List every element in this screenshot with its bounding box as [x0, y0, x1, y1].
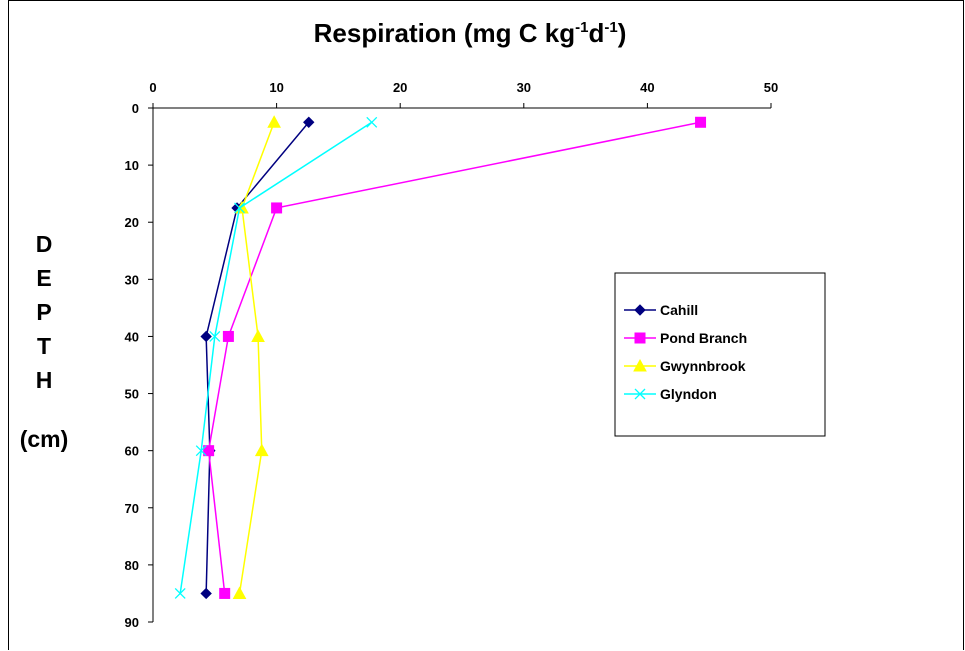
chart-title: Respiration (mg C kg-1d-1): [314, 18, 627, 48]
legend-label-cahill: Cahill: [660, 302, 698, 318]
y-tick-label: 30: [125, 272, 139, 287]
data-point-pond-branch: [203, 445, 215, 457]
x-tick-label: 40: [640, 80, 654, 95]
y-axis-letter-e: E: [36, 265, 51, 291]
y-tick-label: 70: [125, 501, 139, 516]
y-axis-letter-t: T: [37, 333, 51, 359]
y-axis-label: D E P T H (cm): [20, 231, 69, 452]
y-tick-label: 0: [132, 101, 139, 116]
legend-label-gwynnbrook: Gwynnbrook: [660, 358, 746, 374]
legend-marker-gwynnbrook: [633, 358, 647, 372]
y-tick-label: 40: [125, 329, 139, 344]
y-tick-label: 20: [125, 215, 139, 230]
series-group: [174, 115, 707, 600]
data-point-glyndon: [195, 445, 207, 457]
legend-label-pond-branch: Pond Branch: [660, 330, 747, 346]
data-point-glyndon: [234, 202, 245, 214]
data-point-cahill: [303, 116, 315, 128]
y-tick-label: 60: [125, 444, 139, 459]
legend-item-gwynnbrook: Gwynnbrook: [624, 358, 746, 374]
series-cahill: [200, 116, 315, 600]
series-pond-branch: [203, 116, 707, 599]
x-tick-label: 50: [764, 80, 778, 95]
y-axis-letter-p: P: [36, 299, 51, 325]
x-tick-label: 20: [393, 80, 407, 95]
legend-item-glyndon: Glyndon: [624, 386, 717, 402]
data-point-pond-branch: [271, 202, 283, 214]
legend-box: [614, 272, 826, 437]
x-tick-label: 10: [269, 80, 283, 95]
data-point-pond-branch: [695, 116, 707, 128]
series-line-glyndon: [179, 121, 373, 594]
data-point-pond-branch: [222, 330, 234, 342]
series-gwynnbrook: [232, 115, 281, 599]
y-tick-label: 90: [125, 615, 139, 630]
y-tick-label: 10: [125, 158, 139, 173]
data-point-gwynnbrook: [267, 115, 281, 128]
axes: 0 10 20 30 40 50 0 10 20 30 40 50 60 70 80 90: [125, 80, 779, 630]
chart-frame: [8, 0, 964, 650]
legend-label-glyndon: Glyndon: [660, 386, 717, 402]
data-point-cahill: [200, 330, 212, 343]
x-tick-label: 30: [517, 80, 531, 95]
series-line-cahill: [205, 121, 310, 594]
y-axis-letter-h: H: [36, 367, 53, 393]
data-point-gwynnbrook: [251, 329, 265, 342]
y-tick-label: 50: [125, 387, 139, 402]
legend-marker-cahill: [634, 304, 646, 316]
y-axis-unit: (cm): [20, 426, 69, 452]
series-glyndon: [174, 116, 378, 599]
data-point-cahill: [200, 587, 212, 600]
data-point-glyndon: [174, 587, 186, 599]
y-tick-label: 80: [125, 558, 139, 573]
data-point-gwynnbrook: [232, 586, 247, 599]
y-axis-letter-d: D: [36, 231, 53, 257]
legend-marker-pond-branch: [634, 332, 646, 344]
data-point-glyndon: [366, 116, 378, 128]
data-point-glyndon: [209, 330, 221, 342]
data-point-gwynnbrook: [254, 443, 269, 457]
legend-item-pond-branch: Pond Branch: [624, 330, 747, 346]
series-line-gwynnbrook: [238, 122, 275, 594]
data-point-pond-branch: [219, 587, 231, 599]
legend-item-cahill: Cahill: [624, 302, 698, 318]
legend-marker-glyndon: [634, 388, 646, 400]
x-tick-label: 0: [149, 80, 156, 95]
